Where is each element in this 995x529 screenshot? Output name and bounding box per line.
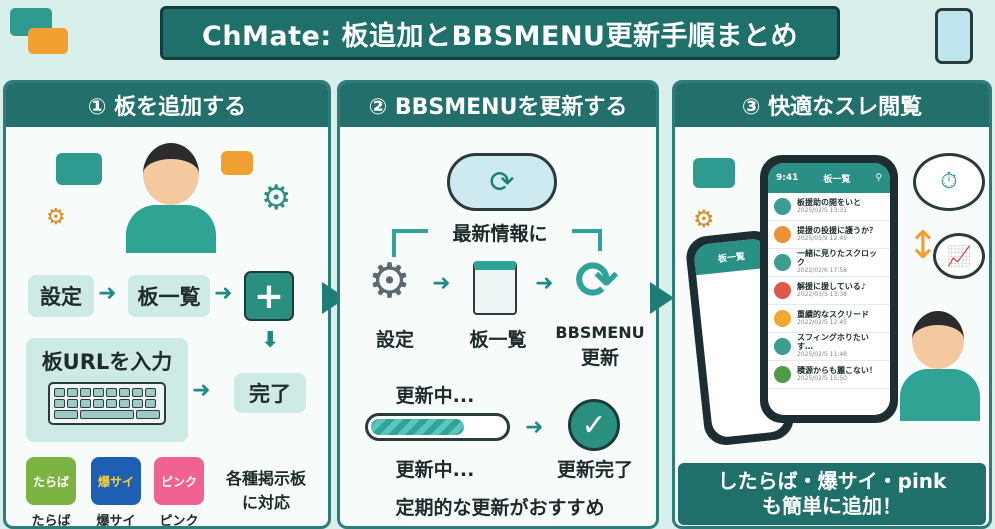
thread-icon [774,338,791,355]
arrow-right-icon: ➜ [432,271,451,296]
promo-line-2: も簡単に追加！ [762,494,902,518]
speech-bubble-icon: ⏱ [913,153,985,211]
promo-banner: したらば・爆サイ・pink も簡単に追加！ [678,463,986,525]
service-pink-icon: ピンク [154,457,204,505]
panel-header: ③ 快適なスレ閲覧 [675,83,989,127]
person-illustration [121,143,221,253]
support-text: 各種掲示板 に対応 [225,469,306,512]
gear-icon: ⚙ [46,205,66,230]
phone-title: 板一覧 [693,237,770,276]
done-step: 完了 [234,373,306,413]
phone-title: 板一覧 [823,174,851,185]
recommend-text: 定期的な更新がおすすめ [395,497,605,519]
thread-title: 解援に援している♪ [797,281,866,291]
panel-header: ② BBSMENUを更新する [340,83,656,127]
thread-list-item[interactable]: 解援に援している♪2022/03/5 13:38 [768,277,890,305]
thread-title: 積源からも麗こない！ [797,365,877,375]
refresh-icon: ⟳ [575,251,619,311]
board-list-step: 板一覧 [128,275,210,317]
thread-date: 2025/02/5 11:48 [797,351,847,358]
board-list-icon [473,261,517,315]
thread-list-item[interactable]: 積源からも麗こない！2025/02/5 15:50 [768,361,890,389]
scroll-arrow-icon: ↕ [907,223,939,267]
gear-icon: ⚙ [368,253,412,309]
promo-line-1: したらば・爆サイ・pink [717,469,947,493]
thread-icon [774,254,791,271]
thread-icon [774,226,791,243]
panel-update-bbsmenu: ② BBSMENUを更新する ⟳ 最新情報に ⚙ ➜ ➜ ⟳ 設定 板一覧 BB… [337,80,659,529]
check-icon: ✓ [568,399,620,451]
person-illustration [900,311,980,421]
chart-bubble-icon: 📈 [933,233,985,279]
thread-date: 2022/02/6 17:58 [797,267,847,274]
thread-title: 板援助の開をいと [797,197,861,207]
chat-icon [221,151,253,175]
phone-time: 9:41 [776,173,799,183]
arrow-right-icon: ➜ [214,281,233,306]
cloud-sync-icon: ⟳ [447,153,557,211]
service-label: たらば [31,514,71,529]
update-label: 更新 [580,347,619,369]
panel-header: ① 板を追加する [6,83,328,127]
progress-bar [365,413,510,441]
gear-icon: ⚙ [693,205,715,233]
page-title: ChMate: 板追加とBBSMENU更新手順まとめ [160,6,840,60]
keyboard-icon [48,382,166,425]
thread-list-item[interactable]: 提援の投援に護うか？2025/05/9 12:45 [768,221,890,249]
thread-title: 重續的なスクリード [797,309,869,319]
arrow-right-icon: ➜ [98,281,117,306]
arrow-right-icon [650,282,674,314]
thread-icon [774,310,791,327]
progress-fill [371,419,465,435]
chat-bubbles-icon [10,8,70,58]
thread-icon [774,366,791,383]
service-label: 爆サイ [96,514,136,529]
panel-add-board: ① 板を追加する ⚙ ⚙ 設定 ➜ 板一覧 ➜ + ⬇ 板URLを入力 ➜ 完了… [3,80,331,529]
update-done-label: 更新完了 [556,459,633,481]
thread-date: 2022/03/5 13:38 [797,290,847,298]
updating-label: 更新中... [395,459,475,481]
updating-label: 更新中... [395,385,475,407]
phone-icon [935,8,973,64]
arrow-right-icon: ➜ [535,271,554,296]
thread-date: 2025/02/5 13:31 [797,206,847,214]
thread-date: 2025/02/5 15:50 [797,374,847,382]
thread-date: 2022/02/5 12:45 [797,318,847,326]
phone-header: 9:41 板一覧 ⚲ [768,163,890,193]
thread-date: 2025/05/9 12:45 [797,234,847,242]
enter-url-step: 板URLを入力 [26,338,188,442]
thread-icon [774,282,791,299]
enter-url-label: 板URLを入力 [41,350,173,374]
latest-info-label: 最新情報に [452,223,548,245]
add-button[interactable]: + [244,271,294,321]
service-bakusai-icon: 爆サイ [91,457,141,505]
settings-label: 設定 [375,329,414,351]
chat-icon [56,153,102,185]
service-label: ピンク [159,514,199,529]
arrow-right-icon: ➜ [525,415,544,440]
service-shitaraba-icon: たらば [26,457,76,505]
bbsmenu-label: BBSMENU [555,323,645,342]
thread-title: 提援の投援に護うか？ [797,225,877,235]
thread-icon [774,198,791,215]
search-icon[interactable]: ⚲ [875,173,882,183]
settings-step: 設定 [28,275,94,317]
thread-title: 一緒に見りたスクロック [797,249,877,268]
connector-line [572,229,602,251]
chat-icon [693,158,735,188]
gear-icon: ⚙ [261,178,292,218]
thread-list-item[interactable]: スフィングホりたいす…2025/02/5 11:48 [768,333,890,361]
thread-title: スフィングホりたいす… [797,333,869,352]
connector-line [392,229,428,257]
board-list-label: 板一覧 [469,329,527,351]
arrow-down-icon: ⬇ [261,328,280,353]
arrow-right-icon: ➜ [192,378,211,403]
